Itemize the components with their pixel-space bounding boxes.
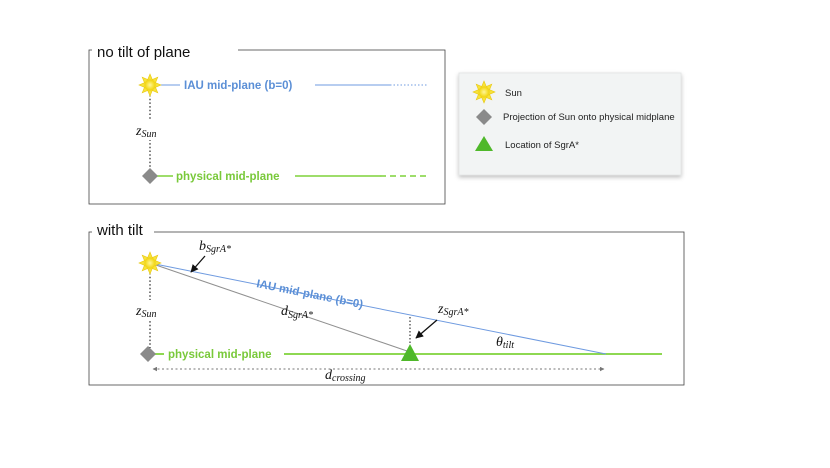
title-background xyxy=(92,220,154,240)
z-sgra-arrow xyxy=(415,319,438,339)
triangle-icon xyxy=(475,136,493,151)
legend-box xyxy=(458,72,682,176)
legend-sgra-label: Location of SgrA* xyxy=(505,140,579,151)
triangle-icon xyxy=(401,344,419,361)
panel-no-tilt-frame xyxy=(88,49,446,205)
d-sgra-label: dSgrA* xyxy=(281,304,313,321)
legend-sun-label: Sun xyxy=(505,88,522,99)
b-sgra-arrow xyxy=(190,255,206,273)
physical-label-background xyxy=(164,346,284,361)
panel-no-tilt: no tilt of plane IAU mid-plane (b=0) phy… xyxy=(88,40,446,205)
legend-item-projection: Projection of Sun onto physical midplane xyxy=(476,109,675,125)
iau-midplane-label: IAU mid-plane (b=0) xyxy=(184,80,292,92)
physical-midplane-label: physical mid-plane xyxy=(176,171,280,183)
iau-midplane-line xyxy=(149,262,607,355)
panel-with-tilt-frame xyxy=(88,231,685,386)
diamond-icon xyxy=(140,346,156,362)
diamond-icon xyxy=(142,168,158,184)
sun-icon xyxy=(138,251,162,275)
panel-with-tilt: with tilt physical mid-plane IAU mid-pla… xyxy=(88,220,685,386)
z-sgra-label: zSgrA* xyxy=(437,302,468,318)
sun-icon xyxy=(472,80,496,104)
b-sgra-label: bSgrA* xyxy=(199,239,231,255)
legend: Sun Projection of Sun onto physical midp… xyxy=(458,72,682,176)
theta-tilt-label: θtilt xyxy=(496,335,514,351)
d-crossing-label: dcrossing xyxy=(325,368,366,384)
zsun-label: zSun xyxy=(135,304,156,320)
legend-item-sun: Sun xyxy=(472,80,522,104)
physical-midplane-label: physical mid-plane xyxy=(168,349,272,361)
zsun-label-background xyxy=(134,120,164,140)
sgra-sightline xyxy=(149,262,411,353)
physical-label-background xyxy=(173,168,295,183)
panel-no-tilt-title: no tilt of plane xyxy=(97,44,190,61)
diamond-icon xyxy=(476,109,492,125)
panel-with-tilt-title: with tilt xyxy=(96,222,144,239)
sun-icon xyxy=(138,73,162,97)
title-background xyxy=(92,40,238,60)
zsun-label-background xyxy=(134,300,164,320)
iau-label-background xyxy=(180,77,315,92)
legend-item-sgra: Location of SgrA* xyxy=(475,136,579,151)
iau-midplane-label: IAU mid-plane (b=0) xyxy=(255,278,364,311)
legend-projection-label: Projection of Sun onto physical midplane xyxy=(503,112,675,123)
zsun-label: zSun xyxy=(135,124,156,140)
